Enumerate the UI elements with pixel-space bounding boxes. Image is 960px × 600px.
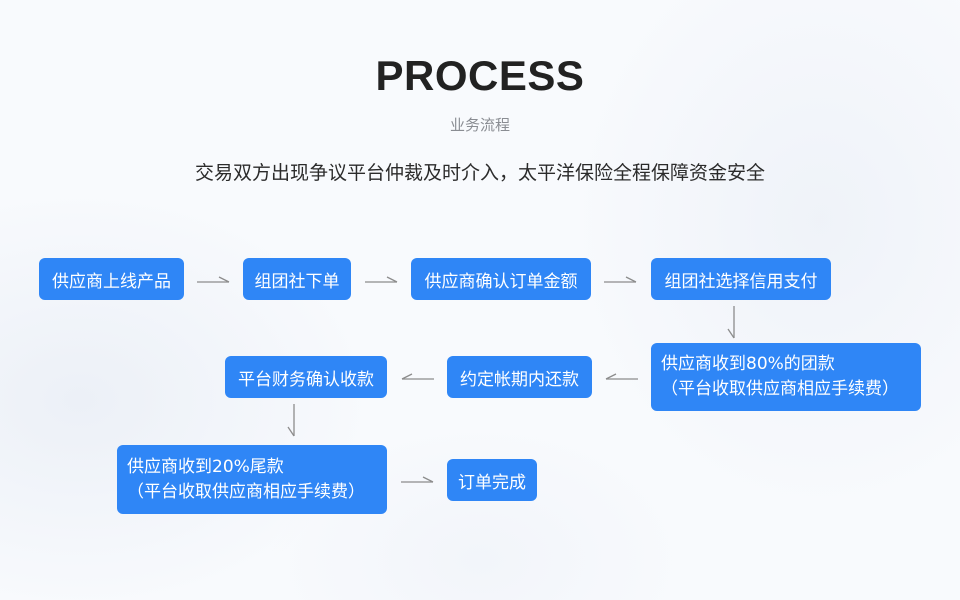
arrow-left-icon (604, 371, 638, 383)
page-subtitle: 业务流程 (449, 116, 510, 134)
step-line2: （平台收取供应商相应手续费） (127, 481, 365, 502)
step-order-complete: 订单完成 (447, 459, 537, 501)
step-label: 平台财务确认收款 (238, 369, 374, 390)
arrow-down-icon (286, 404, 298, 438)
step-label: 约定帐期内还款 (460, 369, 579, 390)
step-label: 供应商上线产品 (52, 271, 171, 292)
step-label: 组团社下单 (254, 271, 340, 292)
step-label: 组团社选择信用支付 (664, 271, 818, 292)
step-platform-confirm-payment: 平台财务确认收款 (225, 356, 387, 398)
step-line1: 供应商收到20%尾款 (127, 456, 284, 477)
step-supplier-receive-80: 供应商收到80%的团款 （平台收取供应商相应手续费） (651, 343, 921, 411)
arrow-right-icon (604, 274, 638, 286)
step-repay-within-term: 约定帐期内还款 (447, 356, 592, 398)
tagline: 交易双方出现争议平台仲裁及时介入，太平洋保险全程保障资金安全 (194, 162, 765, 184)
step-supplier-list-product: 供应商上线产品 (39, 258, 184, 300)
step-label: 供应商确认订单金额 (424, 271, 578, 292)
step-agency-credit-payment: 组团社选择信用支付 (651, 258, 831, 300)
step-label: 订单完成 (458, 472, 526, 493)
step-supplier-receive-20: 供应商收到20%尾款 （平台收取供应商相应手续费） (117, 445, 387, 514)
arrow-right-icon (401, 474, 435, 486)
arrow-left-icon (400, 371, 434, 383)
step-line2: （平台收取供应商相应手续费） (661, 379, 899, 399)
arrow-right-icon (197, 274, 231, 286)
step-line1: 供应商收到80%的团款 (661, 354, 835, 374)
step-supplier-confirm-amount: 供应商确认订单金额 (411, 258, 591, 300)
step-agency-place-order: 组团社下单 (243, 258, 351, 300)
arrow-down-icon (726, 306, 738, 340)
arrow-right-icon (365, 274, 399, 286)
page-title: PROCESS (375, 52, 585, 99)
